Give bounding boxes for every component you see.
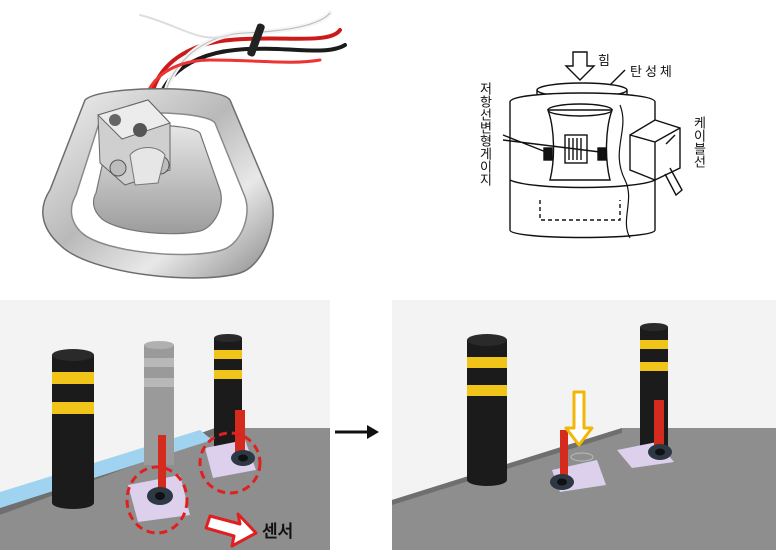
bollard-left [52,349,94,509]
force-down-arrow-icon [564,390,594,447]
force-arrow-icon [564,51,596,81]
strain-gauge-diagram: 힘 탄성체 저항선변형게이지 케이블선 [477,51,706,239]
scene-after [392,300,776,550]
highlight-circle-left [125,465,189,535]
sensor-label: 센서 [262,522,293,542]
label-strain-gauge: 저항선변형게이지 [477,82,492,186]
sensor-left [128,435,190,522]
load-cell-photo [42,10,347,279]
label-force: 힘 [598,54,610,69]
transition-arrow-icon [335,425,379,439]
sensor-pressed [550,430,606,492]
ground-plane-after [392,428,776,550]
label-elastic-body: 탄성체 [630,65,675,80]
bollard-left-after [467,334,507,486]
sensor-idle [617,400,674,468]
sensor-right [205,410,256,478]
sensor-pointer-arrow-icon [204,512,258,548]
highlight-circle-right [198,431,262,495]
label-cable: 케이블선 [691,116,706,168]
scene-before: 센서 [0,300,330,550]
